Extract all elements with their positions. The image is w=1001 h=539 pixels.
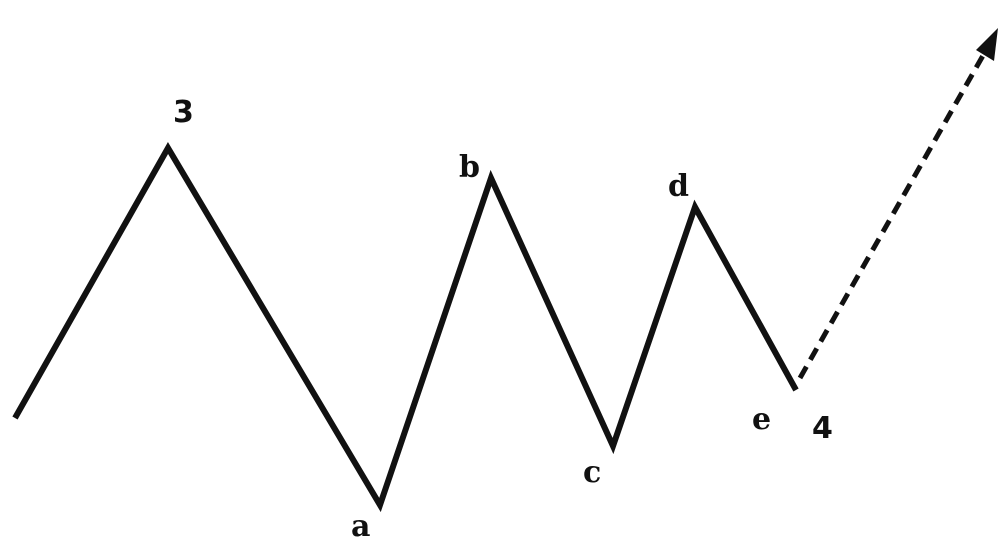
label-point-a: a xyxy=(351,509,370,539)
projection-arrow-line xyxy=(797,50,988,380)
label-point-e: e xyxy=(752,402,771,437)
label-point-b: b xyxy=(459,150,480,185)
wave-path xyxy=(12,142,799,513)
label-point-d: d xyxy=(668,169,689,204)
label-point-c: c xyxy=(583,455,601,490)
label-wave-4: 4 xyxy=(812,411,833,446)
label-wave-3: 3 xyxy=(173,95,194,130)
arrow-up-right-icon xyxy=(976,28,998,61)
